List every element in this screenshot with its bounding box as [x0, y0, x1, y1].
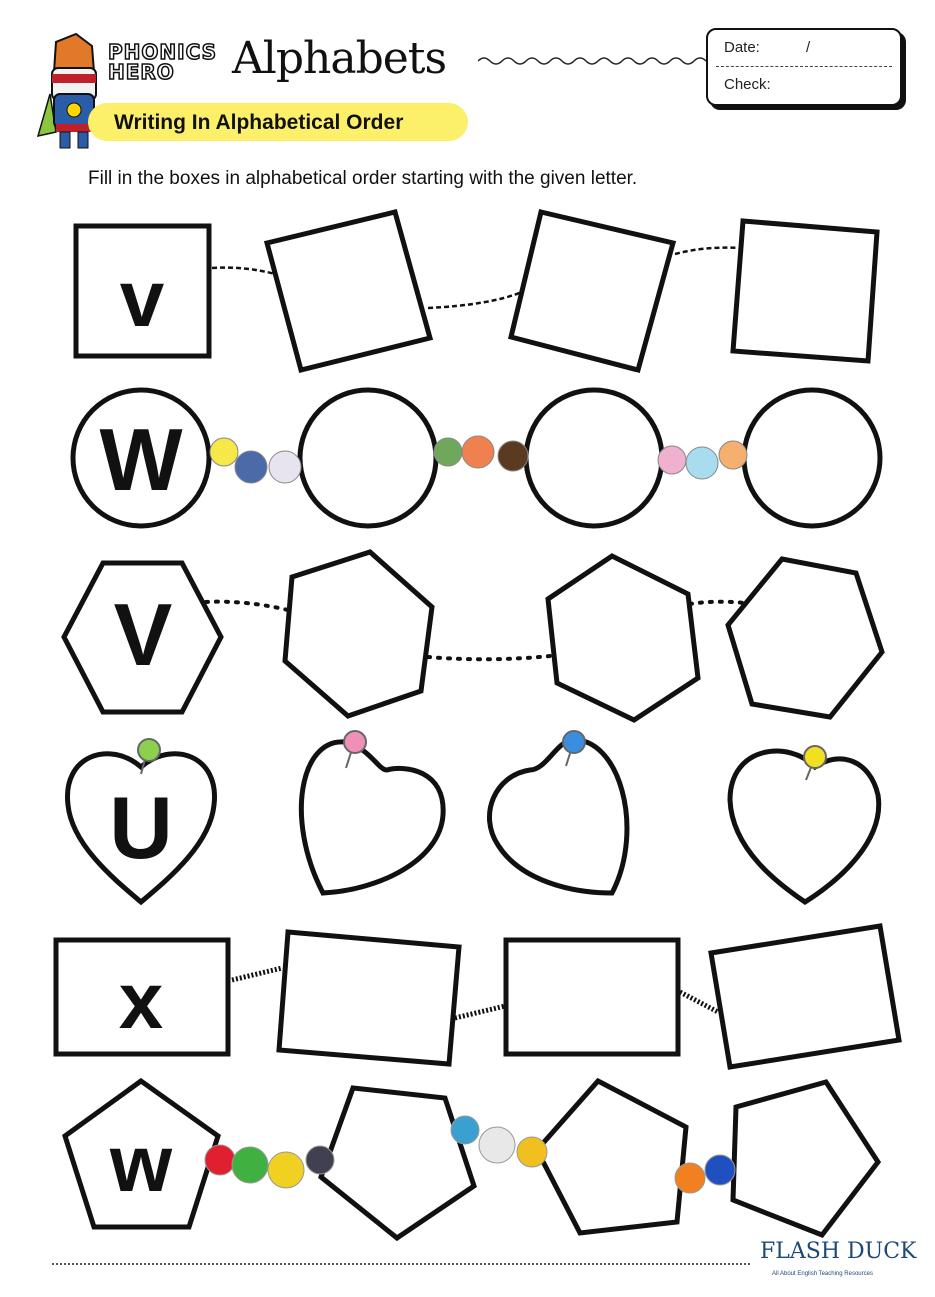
answer-box[interactable] — [297, 387, 439, 529]
marble-beads — [204, 1115, 736, 1194]
answer-box[interactable] — [318, 1085, 477, 1242]
footer-divider — [52, 1263, 750, 1265]
logo-text: PHONICS HERO — [107, 40, 218, 84]
answer-box[interactable] — [725, 556, 885, 720]
answer-box[interactable] — [533, 1077, 689, 1236]
answer-box-given — [53, 937, 231, 1057]
pushpins — [137, 730, 827, 781]
answer-box[interactable] — [263, 209, 434, 374]
subtitle-banner — [88, 103, 468, 141]
answer-box[interactable] — [727, 748, 882, 905]
brand-tagline: All About English Teaching Resources — [772, 1271, 873, 1277]
answer-box[interactable] — [741, 387, 883, 529]
answer-box-given — [65, 751, 217, 906]
mascot-icon — [36, 32, 97, 149]
answer-box[interactable] — [730, 1079, 882, 1239]
answer-box[interactable] — [523, 387, 665, 529]
instructions: Fill in the boxes in alphabetical order … — [88, 168, 638, 189]
page-title: Alphabets — [232, 33, 447, 84]
answer-box[interactable] — [487, 737, 630, 896]
answer-box[interactable] — [507, 208, 677, 374]
given-letter: x — [119, 956, 164, 1045]
date-separator: / — [806, 39, 811, 56]
answer-box[interactable] — [276, 929, 462, 1067]
answer-box[interactable] — [708, 923, 902, 1070]
given-letter: w — [109, 1119, 173, 1208]
answer-box-given — [61, 560, 224, 715]
check-label: Check: — [724, 76, 771, 93]
date-label: Date: — [724, 39, 760, 56]
date-check-box: Date: / Check: — [706, 28, 902, 106]
answer-box[interactable] — [503, 937, 681, 1057]
wavy-line — [478, 57, 706, 65]
answer-box-given — [62, 1077, 221, 1230]
subtitle: Writing In Alphabetical Order — [114, 111, 404, 134]
answer-box[interactable] — [730, 218, 880, 364]
given-letter: V — [114, 585, 173, 684]
given-letter: U — [109, 778, 173, 877]
answer-box-given — [70, 387, 212, 529]
given-letter: v — [120, 254, 165, 343]
given-letter: W — [99, 410, 182, 509]
button-beads — [209, 435, 748, 484]
brand-logo: FLASH DUCK — [760, 1239, 917, 1264]
answer-box[interactable] — [545, 553, 701, 723]
answer-box[interactable] — [282, 549, 435, 719]
answer-box-given — [73, 223, 212, 359]
answer-box[interactable] — [298, 739, 446, 896]
